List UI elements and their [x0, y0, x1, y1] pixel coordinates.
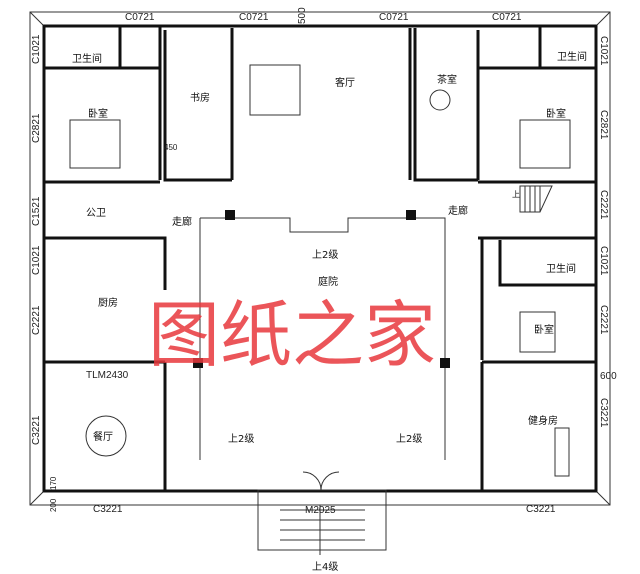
window-label: C1521 [31, 196, 42, 226]
room-label-bedroom: 卧室 [546, 107, 566, 120]
dimension-label: 500 [297, 7, 308, 24]
watermark: 图纸之家 [148, 293, 436, 377]
window-label: C1021 [598, 246, 609, 276]
step-label: 上2级 [312, 249, 338, 261]
dimension-label: 600 [600, 371, 617, 382]
dimension-label: 170 [49, 476, 58, 490]
dimension-label: 200 [49, 498, 58, 512]
door-label: M2025 [305, 505, 336, 516]
room-label-bedroom: 卧室 [534, 323, 554, 336]
window-label: C0721 [125, 12, 155, 23]
room-label-bathroom: 卫生间 [557, 50, 587, 63]
window-label: C0721 [492, 12, 522, 23]
column [406, 210, 416, 220]
window-label: C0721 [239, 12, 269, 23]
courtyard-edge [199, 217, 446, 460]
room-label-kitchen: 厨房 [98, 296, 118, 309]
room-label-bathroom: 卫生间 [72, 52, 102, 65]
stair-up-label: 上 [512, 190, 520, 199]
window-label: C2221 [598, 305, 609, 335]
window-label: C1021 [31, 34, 42, 64]
step-label: 上2级 [228, 433, 254, 445]
window-label: C3221 [598, 398, 609, 428]
window-label: C1021 [31, 245, 42, 275]
room-label-corridor: 走廊 [448, 204, 468, 217]
room-label-living-room: 客厅 [335, 76, 355, 89]
interior-stair [519, 185, 553, 213]
step-label: 上2级 [396, 433, 422, 445]
dimension-label: 450 [164, 143, 178, 152]
step-label: 上4级 [312, 561, 338, 573]
window-label: C1021 [598, 36, 609, 66]
room-label-gym: 健身房 [528, 414, 558, 427]
room-label-tea-room: 茶室 [437, 73, 457, 86]
furniture [69, 64, 571, 477]
eaves-outline [29, 11, 611, 506]
window-label: C2821 [598, 110, 609, 140]
window-label: C2821 [31, 113, 42, 143]
exterior-wall [42, 24, 598, 493]
interior-walls [44, 26, 596, 490]
window-label: C3221 [526, 504, 556, 515]
door-label: TLM2430 [86, 370, 129, 381]
window-label: C0721 [379, 12, 409, 23]
column [193, 358, 203, 368]
column [225, 210, 235, 220]
window-label: C3221 [31, 415, 42, 445]
room-label-corridor: 走廊 [172, 215, 192, 228]
window-label: C2221 [598, 190, 609, 220]
room-label-study: 书房 [190, 91, 210, 104]
room-label-bathroom: 卫生间 [546, 262, 576, 275]
window-label: C3221 [93, 504, 123, 515]
room-label-dining: 餐厅 [93, 430, 113, 443]
room-label-public-wc: 公卫 [86, 208, 106, 219]
room-label-bedroom: 卧室 [88, 107, 108, 120]
main-door-swing [302, 471, 340, 491]
room-label-courtyard: 庭院 [318, 275, 338, 288]
entry-steps [257, 489, 387, 555]
column [440, 358, 450, 368]
window-label: C2221 [31, 305, 42, 335]
